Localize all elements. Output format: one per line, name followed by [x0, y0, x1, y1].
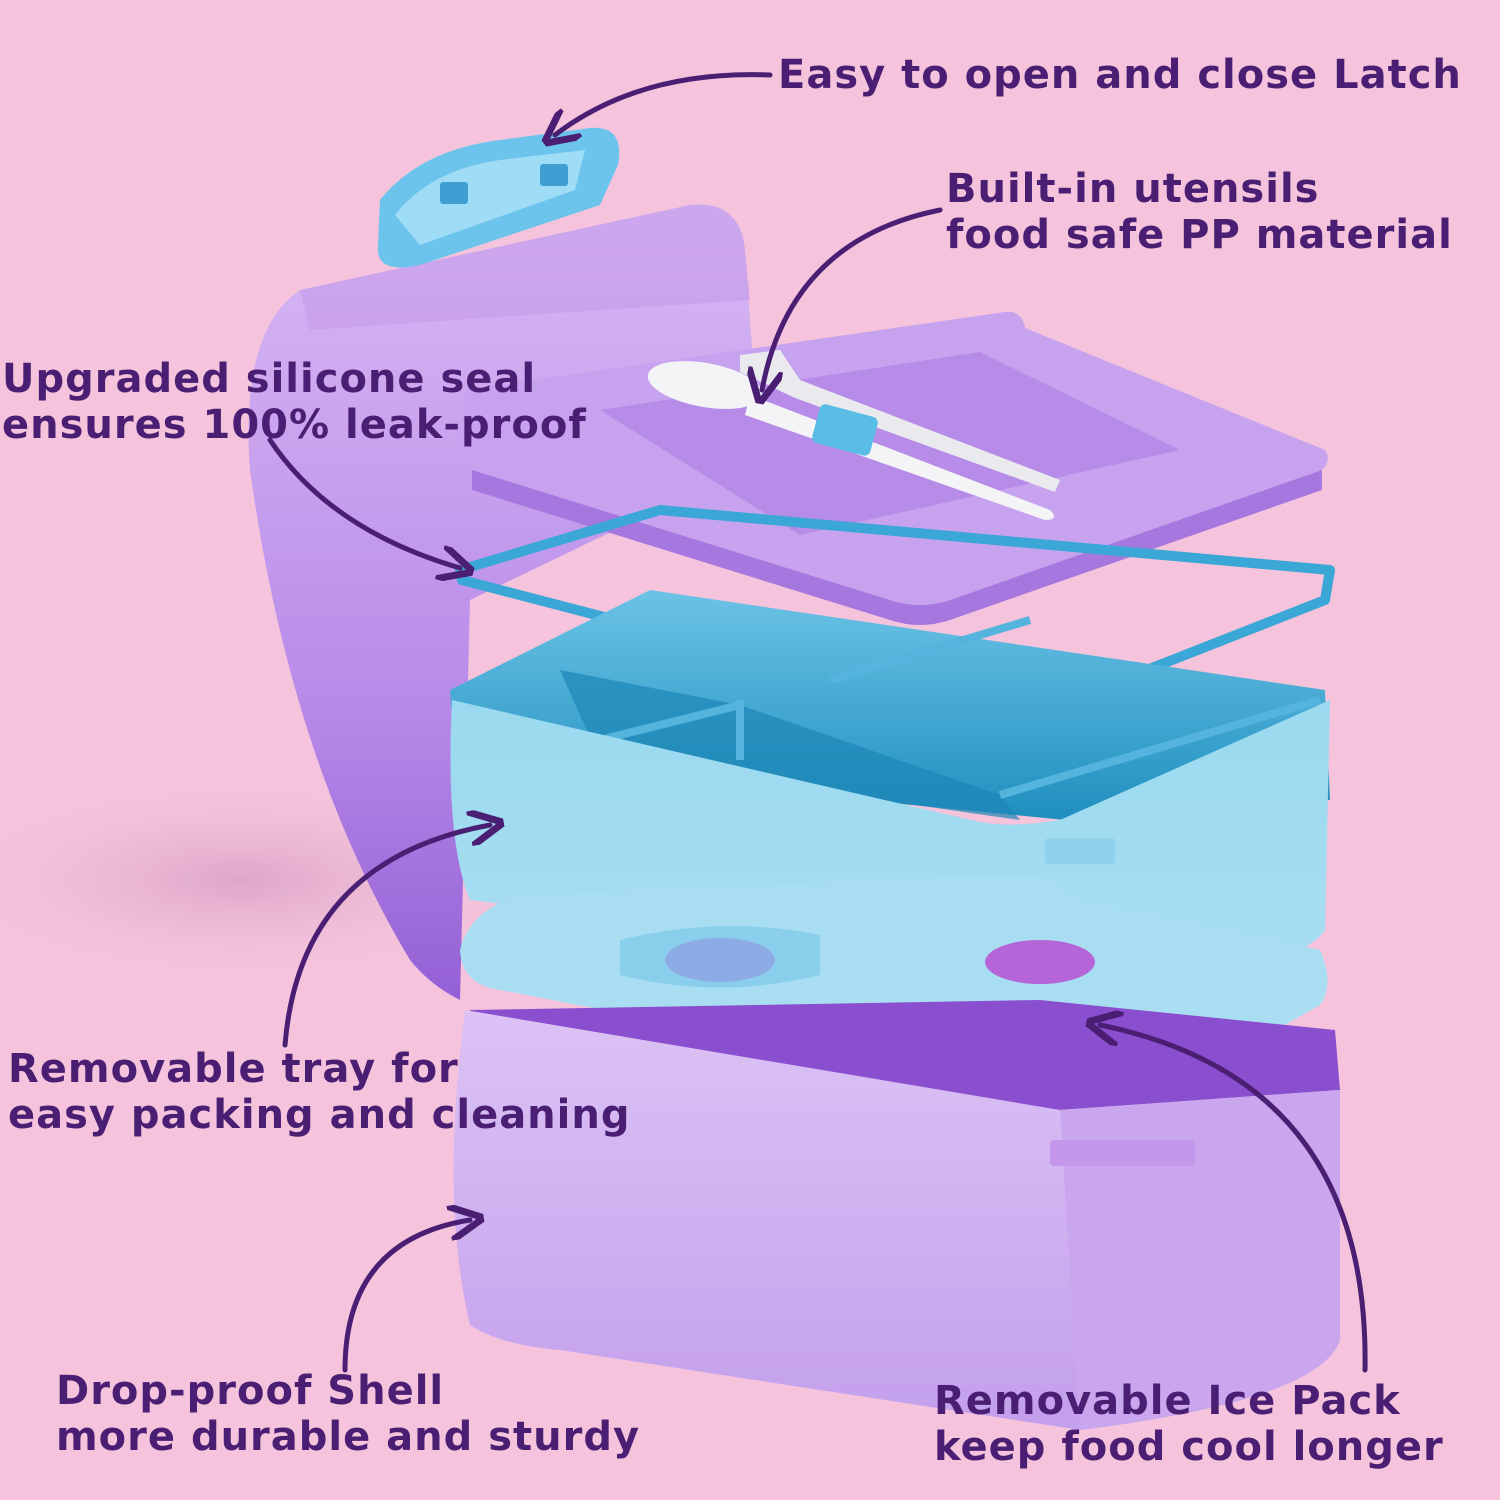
callout-utensils: Built-in utensils food safe PP material [946, 166, 1453, 258]
callout-latch: Easy to open and close Latch [778, 52, 1462, 98]
callout-tray: Removable tray for easy packing and clea… [8, 1046, 630, 1138]
callout-ice-line-2: keep food cool longer [934, 1424, 1444, 1470]
callout-utensils-line-1: Built-in utensils [946, 166, 1320, 212]
latch-clip [377, 127, 620, 268]
callout-shell-line-1: Drop-proof Shell [56, 1368, 445, 1414]
callout-latch-line-1: Easy to open and close Latch [778, 52, 1462, 98]
arrow-latch [555, 72, 773, 135]
arrow-tray [282, 825, 490, 1048]
callout-seal: Upgraded silicone seal ensures 100% leak… [2, 356, 587, 448]
callout-arrows [267, 72, 1368, 1373]
utensils [647, 350, 1060, 520]
callout-seal-line-1: Upgraded silicone seal [2, 356, 537, 402]
arrow-seal [267, 437, 460, 568]
arrow-utensils [762, 207, 943, 390]
arrow-shell [342, 1220, 470, 1373]
callout-tray-line-2: easy packing and cleaning [8, 1092, 631, 1138]
callout-ice-line-1: Removable Ice Pack [934, 1378, 1401, 1424]
callout-ice: Removable Ice Pack keep food cool longer [934, 1378, 1444, 1470]
arrow-ice [1100, 1025, 1368, 1373]
base-shell [453, 1000, 1340, 1430]
callout-seal-line-2: ensures 100% leak-proof [2, 402, 587, 448]
callout-utensils-line-2: food safe PP material [946, 212, 1453, 258]
callout-shell-line-2: more durable and sturdy [56, 1414, 641, 1460]
callout-tray-line-1: Removable tray for [8, 1046, 459, 1092]
callout-shell: Drop-proof Shell more durable and sturdy [56, 1368, 640, 1460]
silicone-seal [455, 505, 1335, 720]
